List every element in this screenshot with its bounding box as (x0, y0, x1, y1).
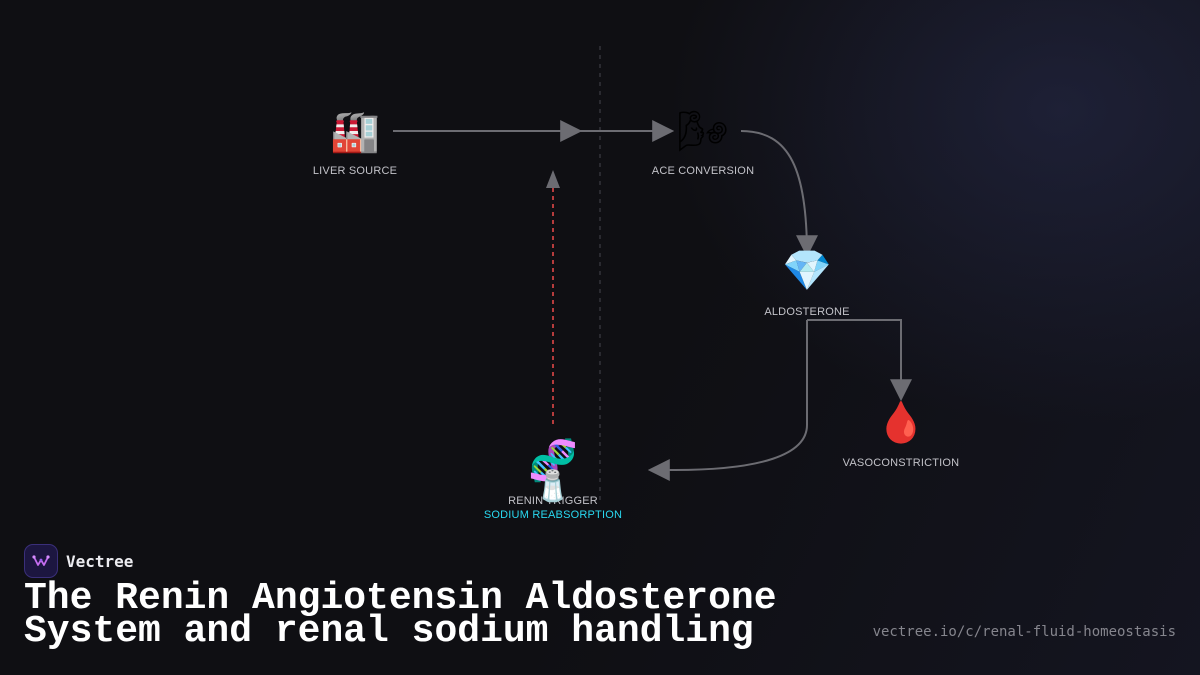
node-label: ACE CONVERSION (652, 165, 754, 177)
node-label: SODIUM REABSORPTION (484, 509, 622, 521)
node-sodium-reabsorption[interactable]: 🧂 SODIUM REABSORPTION (484, 467, 622, 521)
source-url[interactable]: vectree.io/c/renal-fluid-homeostasis (872, 624, 1176, 640)
edge-renin-feedback (546, 170, 560, 424)
edge-aldosterone-to-vasoconstriction (807, 319, 912, 402)
node-aldosterone[interactable]: 💎 ALDOSTERONE (764, 248, 849, 318)
node-liver-source[interactable]: 🏭 LIVER SOURCE (313, 109, 397, 177)
factory-icon: 🏭 (330, 109, 380, 155)
salt-shaker-icon: 🧂 (534, 467, 571, 504)
blood-drop-icon: 🩸 (876, 399, 926, 446)
vectree-logo-icon (24, 544, 58, 578)
flow-diagram: 🏭 LIVER SOURCE 🌬 ACE CONVERSION 💎 ALDOST… (313, 46, 960, 521)
title-line-2: System and renal sodium handling (24, 610, 754, 653)
node-renin-trigger[interactable]: 🧬 RENIN TRIGGER (508, 436, 598, 507)
node-label: RENIN TRIGGER (508, 495, 598, 507)
gem-icon: 💎 (782, 248, 832, 294)
node-vasoconstriction[interactable]: 🩸 VASOCONSTRICTION (843, 399, 960, 469)
brand: Vectree (24, 544, 133, 578)
node-ace-conversion[interactable]: 🌬 ACE CONVERSION (652, 109, 754, 177)
dna-icon: 🧬 (528, 436, 578, 484)
brand-name: Vectree (66, 551, 134, 571)
page-title: The Renin Angiotensin Aldosterone System… (24, 577, 844, 653)
node-label: LIVER SOURCE (313, 165, 397, 177)
node-label: VASOCONSTRICTION (843, 457, 960, 469)
node-label: ALDOSTERONE (764, 306, 849, 318)
wind-icon: 🌬 (678, 109, 729, 155)
title-line-1: The Renin Angiotensin Aldosterone (24, 577, 777, 620)
edge-ace-to-aldosterone (740, 130, 818, 258)
edge-aldosterone-to-sodium (647, 320, 808, 481)
